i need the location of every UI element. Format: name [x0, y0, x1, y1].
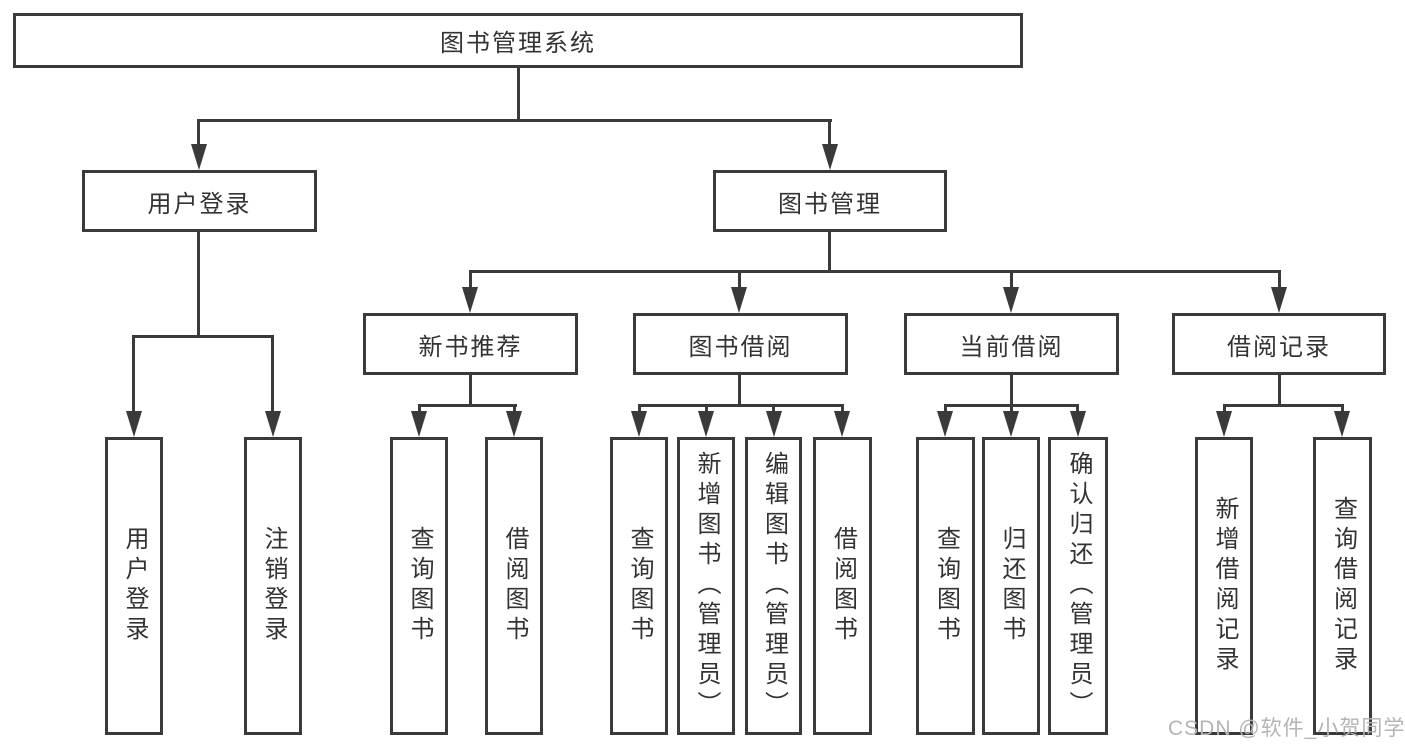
leaf-query-books-borrow-label: 查询图书	[626, 526, 653, 646]
leaf-query-books-borrow: 查询图书	[610, 437, 668, 735]
connector-drop-borrow-records	[1278, 270, 1281, 290]
arrowhead-d3	[1070, 411, 1086, 437]
connector-root-stem	[517, 66, 520, 122]
connector-level2-bar	[469, 270, 1281, 273]
connector-recommend-bar	[418, 404, 517, 407]
arrowhead-e2	[1334, 411, 1350, 437]
connector-drop-e1	[1223, 404, 1226, 416]
node-root-label: 图书管理系统	[440, 30, 596, 57]
connector-drop-c1	[638, 404, 641, 416]
leaf-return-book: 归还图书	[982, 437, 1040, 735]
arrowhead-user-login	[191, 144, 207, 170]
connector-drop-current-borrow	[1010, 270, 1013, 290]
csdn-watermark: CSDN @软件_小贺同学	[1168, 717, 1405, 740]
node-new-book-recommend: 新书推荐	[363, 313, 578, 375]
arrowhead-c1	[631, 411, 647, 437]
node-current-borrow-label: 当前借阅	[959, 333, 1064, 361]
leaf-query-borrow-record-label: 查询借阅记录	[1329, 496, 1357, 676]
leaf-confirm-return-admin: 确认归还（管理员）	[1048, 437, 1108, 735]
arrowhead-e1	[1216, 411, 1232, 437]
leaf-query-books-recommend-label: 查询图书	[406, 526, 433, 646]
connector-drop-c3	[772, 404, 775, 416]
node-new-book-recommend-label: 新书推荐	[418, 333, 523, 361]
arrowhead-borrow-records	[1271, 287, 1287, 313]
node-user-login-label: 用户登录	[147, 190, 252, 218]
connector-records-bar	[1223, 404, 1343, 407]
connector-drop-e2	[1341, 404, 1344, 416]
leaf-user-login-label: 用户登录	[121, 526, 148, 646]
connector-drop-d1	[944, 404, 947, 416]
leaf-borrow-books-recommend: 借阅图书	[485, 437, 543, 735]
arrowhead-book-management	[822, 144, 838, 170]
connector-user-login-bar	[132, 335, 274, 338]
leaf-borrow-books-recommend-label: 借阅图书	[501, 526, 528, 646]
arrowhead-book-borrow	[731, 287, 747, 313]
leaf-query-books-recommend: 查询图书	[390, 437, 448, 735]
connector-recommend-stem	[469, 375, 472, 407]
node-book-management-label: 图书管理	[778, 190, 882, 218]
leaf-query-borrow-record: 查询借阅记录	[1313, 437, 1372, 735]
node-borrow-records-label: 借阅记录	[1227, 333, 1331, 361]
arrowhead-leaf-user-login	[126, 411, 142, 437]
arrowhead-c3	[766, 411, 782, 437]
leaf-add-borrow-record: 新增借阅记录	[1195, 437, 1253, 735]
connector-drop-book-management	[828, 119, 831, 149]
node-book-borrow: 图书借阅	[633, 313, 848, 375]
arrowhead-d1	[937, 411, 953, 437]
arrowhead-c4	[834, 411, 850, 437]
leaf-confirm-return-admin-label: 确认归还（管理员）	[1065, 451, 1092, 721]
leaf-query-books-current-label: 查询图书	[932, 526, 960, 646]
node-book-management: 图书管理	[713, 170, 947, 232]
connector-borrow-bar	[638, 404, 843, 407]
connector-drop-user-login	[197, 119, 200, 149]
leaf-edit-book-admin-label: 编辑图书（管理员）	[760, 451, 788, 721]
node-user-login: 用户登录	[82, 170, 317, 232]
connector-drop-leaf-user-login	[132, 335, 135, 413]
arrowhead-b1	[411, 411, 427, 437]
leaf-user-login: 用户登录	[105, 437, 163, 735]
connector-drop-new-book-recommend	[469, 270, 472, 290]
connector-drop-d2	[1010, 404, 1013, 416]
connector-drop-c4	[841, 404, 844, 416]
arrowhead-current-borrow	[1003, 287, 1019, 313]
connector-drop-c2	[705, 404, 708, 416]
connector-level1-bar	[197, 119, 832, 122]
leaf-add-borrow-record-label: 新增借阅记录	[1211, 496, 1238, 676]
arrowhead-c2	[698, 411, 714, 437]
node-current-borrow: 当前借阅	[904, 313, 1119, 375]
arrowhead-d2	[1003, 411, 1019, 437]
node-root: 图书管理系统	[13, 13, 1023, 68]
arrowhead-new-book-recommend	[462, 287, 478, 313]
leaf-borrow-books-2-label: 借阅图书	[829, 526, 857, 646]
connector-drop-b1	[418, 404, 421, 416]
connector-borrow-stem	[738, 375, 741, 407]
leaf-borrow-books-2: 借阅图书	[813, 437, 872, 735]
connector-current-stem	[1010, 375, 1013, 407]
leaf-query-books-current: 查询图书	[916, 437, 975, 735]
connector-user-login-stem	[197, 232, 200, 338]
arrowhead-b2	[506, 411, 522, 437]
connector-drop-d3	[1076, 404, 1079, 416]
leaf-edit-book-admin: 编辑图书（管理员）	[745, 437, 802, 735]
leaf-logout-label: 注销登录	[260, 526, 287, 646]
connector-drop-leaf-logout	[271, 335, 274, 413]
connector-book-management-stem	[828, 232, 831, 273]
leaf-add-book-admin: 新增图书（管理员）	[677, 437, 735, 735]
arrowhead-leaf-logout	[265, 411, 281, 437]
node-book-borrow-label: 图书借阅	[688, 333, 793, 361]
node-borrow-records: 借阅记录	[1172, 313, 1386, 375]
leaf-logout: 注销登录	[244, 437, 302, 735]
connector-drop-book-borrow	[738, 270, 741, 290]
leaf-add-book-admin-label: 新增图书（管理员）	[693, 451, 720, 721]
connector-records-stem	[1278, 375, 1281, 407]
leaf-return-book-label: 归还图书	[998, 526, 1025, 646]
connector-drop-b2	[513, 404, 516, 416]
